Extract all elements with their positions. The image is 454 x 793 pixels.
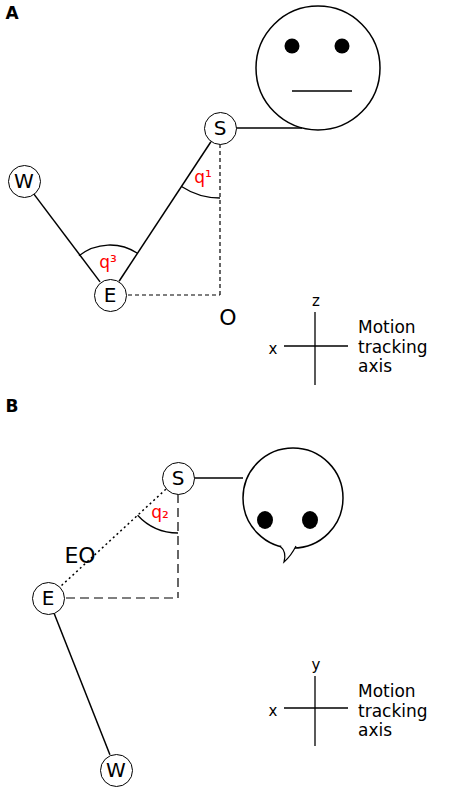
limb-line [34, 194, 100, 282]
point-label: O [219, 305, 236, 330]
axis-line [314, 312, 315, 385]
joint-circle: E [94, 279, 127, 312]
dashed-reference [128, 294, 220, 295]
limb-segment [54, 613, 110, 754]
axis-caption: Motion tracking axis [358, 318, 450, 377]
dashed-reference [219, 144, 220, 295]
shoulder-line [193, 477, 243, 479]
joint-circle: E [32, 582, 65, 615]
axis-line [314, 676, 315, 746]
axis-label: x [269, 703, 278, 720]
dashed-reference [177, 494, 178, 598]
angle-label: q³ [99, 253, 117, 273]
joint-letter: S [172, 468, 185, 488]
joint-circle: W [100, 754, 133, 787]
eye [302, 511, 318, 529]
joint-circle: W [8, 165, 41, 198]
axis-line [284, 345, 348, 346]
axis-line [284, 707, 348, 708]
joint-letter: W [14, 171, 34, 191]
nose [280, 546, 296, 562]
limb-line [60, 489, 166, 587]
shoulder-line [236, 127, 302, 129]
joint-letter: S [214, 118, 227, 138]
limb-segment [60, 489, 166, 587]
joint-circle: S [162, 462, 195, 495]
dashed-reference [66, 597, 178, 598]
limb-segment [119, 142, 211, 281]
axis-label: z [312, 293, 320, 310]
angle-arc [182, 187, 221, 199]
axis-label: x [269, 341, 278, 358]
joint-letter: E [104, 285, 117, 305]
panel-letter: A [5, 4, 18, 24]
joint-circle: S [204, 112, 237, 145]
joint-letter: W [106, 760, 126, 780]
head-outline [256, 6, 380, 130]
limb-line [54, 613, 110, 754]
head-outline [243, 448, 343, 548]
axis-caption: Motion tracking axis [358, 682, 450, 741]
angle-label: q₂ [151, 503, 169, 523]
mouth [292, 90, 352, 92]
limb-segment [34, 194, 100, 282]
axis-label: y [312, 657, 321, 674]
limb-line [119, 142, 211, 281]
angle-label: q¹ [194, 168, 212, 188]
eye [285, 39, 300, 54]
joint-letter: E [42, 588, 55, 608]
eye [335, 39, 350, 54]
segment-label: EO [64, 543, 95, 568]
eye [257, 511, 273, 529]
panel-letter: B [6, 397, 19, 417]
